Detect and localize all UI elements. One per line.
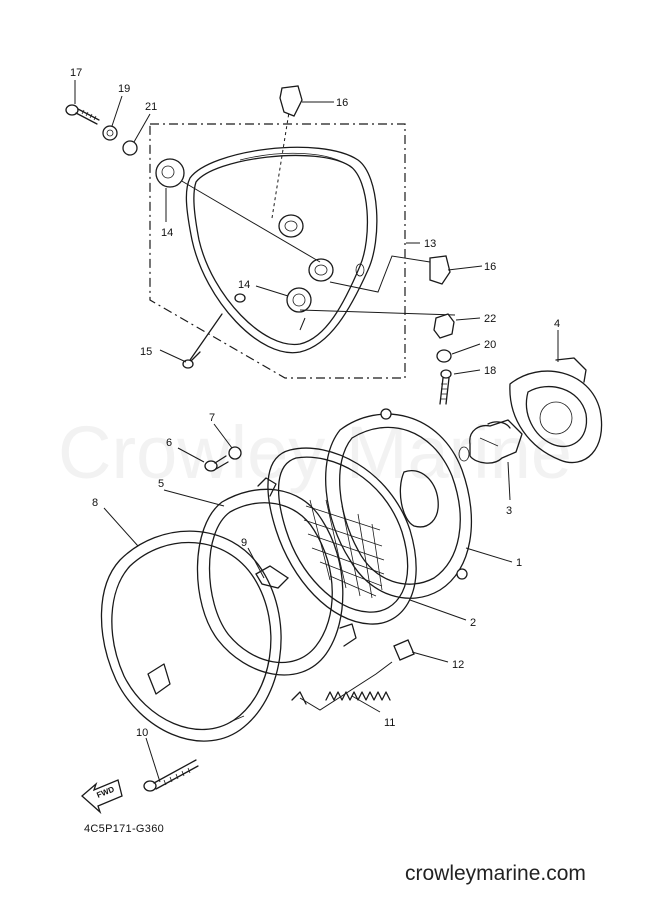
callout-7: 7 [209,412,215,424]
washer-19 [102,125,118,141]
rim-8 [100,530,282,742]
nut-7 [228,446,242,460]
routing-lines [179,179,456,331]
headlight-housing [185,146,378,354]
bracket-9 [255,565,290,589]
washer-20 [436,349,452,363]
callout-labels: 17 19 21 16 14 14 15 13 16 22 20 18 4 3 … [70,67,560,739]
spring-11 [325,691,391,701]
callout-4: 4 [554,318,560,330]
bulb-socket-4 [509,357,603,464]
callout-15: 15 [140,346,152,358]
watermark: Crowley Marine [58,411,572,494]
callout-6: 6 [166,437,172,449]
clip-12 [393,639,415,661]
callout-21: 21 [145,101,157,113]
screw-10 [143,759,199,792]
callout-16-top: 16 [336,97,348,109]
callout-3: 3 [506,505,512,517]
callout-9: 9 [241,537,247,549]
mount-ring-5 [196,477,357,705]
callout-20: 20 [484,339,496,351]
screw-18 [439,369,452,405]
callout-2: 2 [470,617,476,629]
callout-14-left: 14 [161,227,173,239]
clip-16-top [279,85,303,117]
callout-5: 5 [158,478,164,490]
fwd-arrow-icon: FWD [81,779,123,815]
callout-11: 11 [384,717,395,729]
bushing-22 [433,313,455,339]
bulb-3 [458,419,523,464]
nut-21 [122,140,138,156]
callout-17: 17 [70,67,82,79]
callout-19: 19 [118,83,130,95]
callout-12: 12 [452,659,464,671]
screw-15 [182,313,223,369]
leader-lines [74,80,559,783]
grommet-14 [155,158,185,188]
clip-16-right [429,255,451,285]
callout-10: 10 [136,727,148,739]
callout-14-mid: 14 [238,279,250,291]
assembly-boundary [149,123,406,379]
lens-unit-2 [267,447,417,625]
callout-8: 8 [92,497,98,509]
callout-22: 22 [484,313,496,325]
bolt-17 [65,104,100,125]
callout-13: 13 [424,238,436,250]
site-name: crowleymarine.com [405,862,586,885]
diagram-code: 4C5P171-G360 [84,823,164,835]
callout-16-right: 16 [484,261,496,273]
callout-1: 1 [516,557,522,569]
callout-18: 18 [484,365,496,377]
screw-6 [204,455,229,472]
